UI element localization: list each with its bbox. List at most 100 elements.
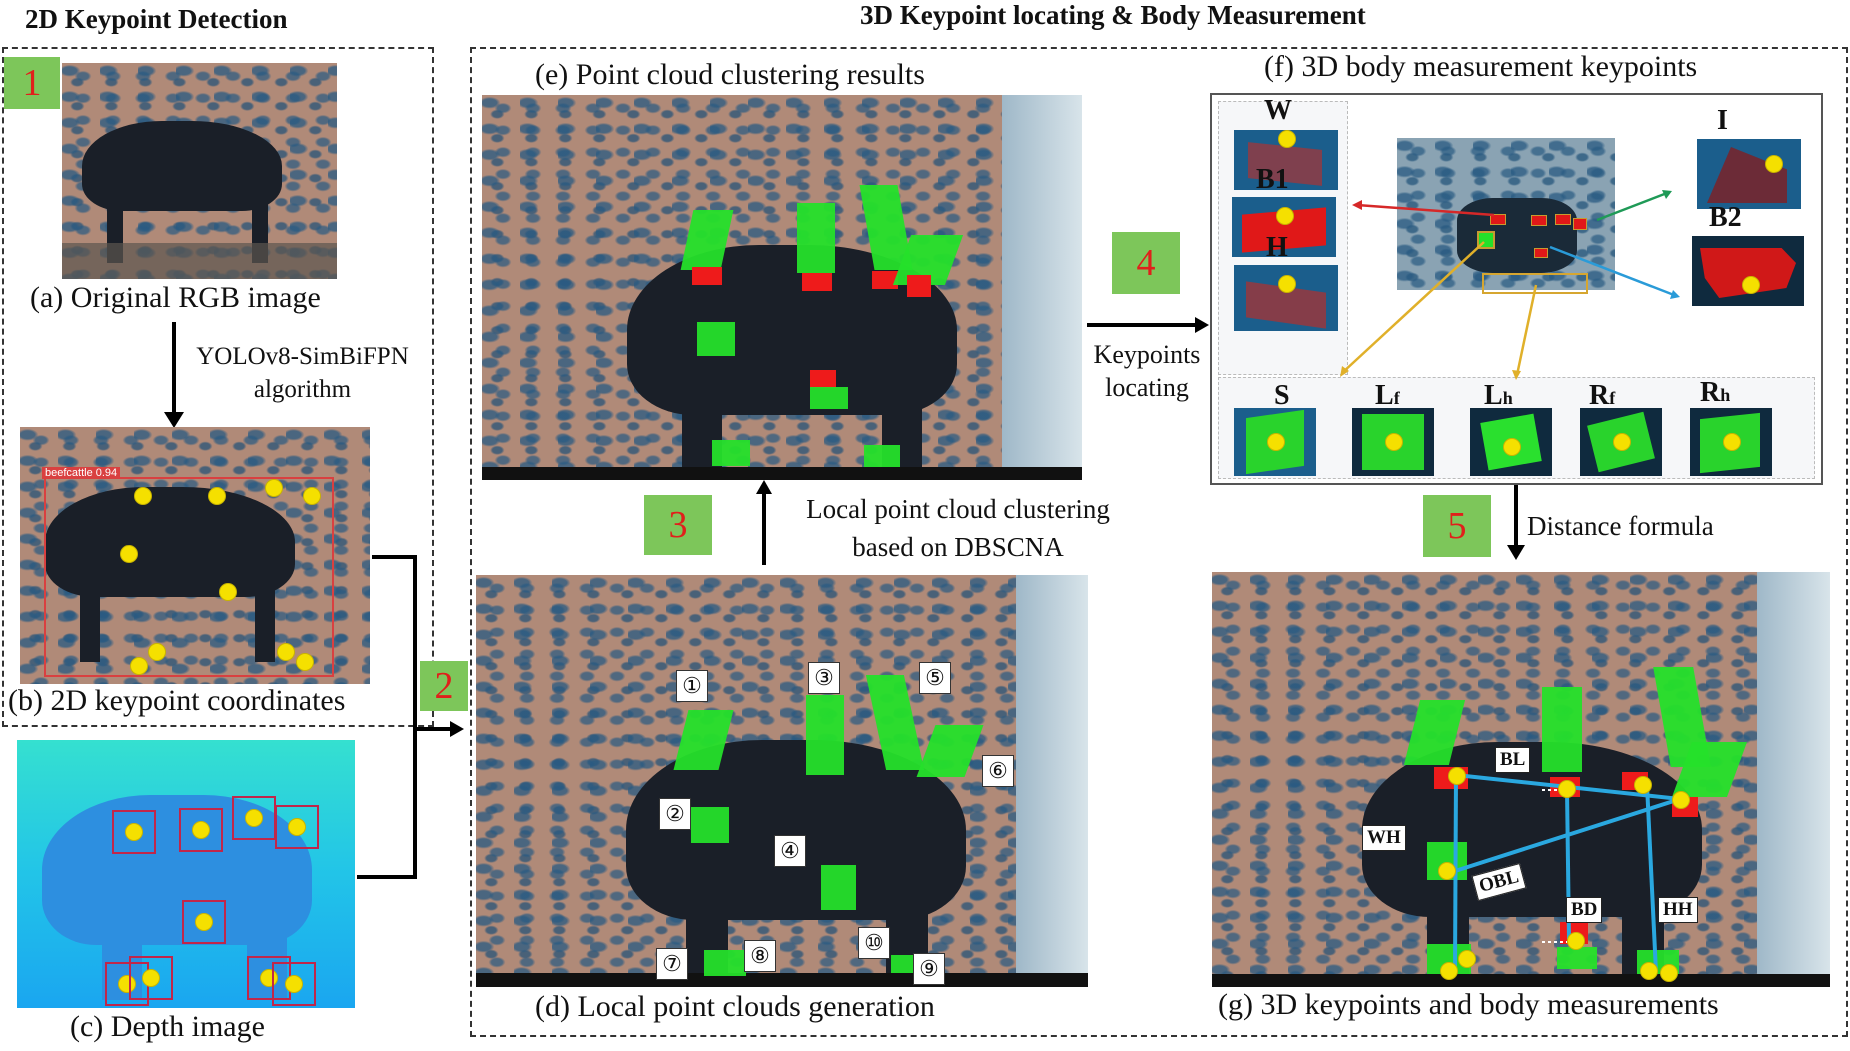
keypoint bbox=[120, 545, 138, 563]
clustering-label-line2: based on DBSCNA bbox=[852, 532, 1064, 562]
green-cluster bbox=[691, 807, 729, 843]
keypoint-connector-lines bbox=[1340, 190, 1680, 380]
yolo-label: YOLOv8-SimBiFPN algorithm bbox=[175, 340, 430, 406]
arrow-e-to-f bbox=[1087, 323, 1197, 327]
green-cluster bbox=[916, 725, 984, 777]
connector-c bbox=[357, 875, 416, 879]
caption-c: (c) Depth image bbox=[70, 1010, 265, 1043]
keypoint-view-rh bbox=[1690, 408, 1772, 476]
step-1-badge: 1 bbox=[4, 57, 60, 109]
step-2-badge: 2 bbox=[420, 661, 468, 711]
measurement-label-wh: WH bbox=[1362, 825, 1406, 851]
region-label-5: ⑤ bbox=[919, 662, 951, 694]
cattle-body bbox=[626, 740, 966, 920]
red-cluster bbox=[907, 275, 931, 297]
arrow-d-to-e bbox=[762, 490, 766, 565]
caption-d: (d) Local point clouds generation bbox=[535, 990, 935, 1023]
caption-b: (b) 2D keypoint coordinates bbox=[8, 684, 346, 717]
caption-f: (f) 3D body measurement keypoints bbox=[1264, 50, 1698, 83]
cattle-silhouette bbox=[42, 795, 312, 945]
region-label-8: ⑧ bbox=[744, 940, 776, 972]
keypoint-search-box bbox=[112, 810, 156, 854]
region-label-2: ② bbox=[659, 798, 691, 830]
ground-edge bbox=[482, 467, 1082, 480]
green-cluster bbox=[704, 950, 746, 976]
detection-bounding-box bbox=[44, 477, 334, 677]
keypoint-view-b1 bbox=[1232, 197, 1336, 257]
caption-e: (e) Point cloud clustering results bbox=[535, 58, 925, 91]
keypoints-locating-line1: Keypoints bbox=[1093, 340, 1201, 369]
keypoints-locating-label: Keypoints locating bbox=[1082, 338, 1212, 404]
cattle-body bbox=[82, 121, 282, 211]
region-label-9: ⑨ bbox=[913, 953, 945, 985]
keypoint-view-s bbox=[1234, 408, 1316, 476]
depth-image bbox=[17, 740, 355, 1008]
measurement-label-bd: BD bbox=[1566, 897, 1603, 923]
keypoint bbox=[1458, 950, 1476, 968]
keypoint-view-lh bbox=[1470, 408, 1552, 476]
arrow-f-to-g bbox=[1514, 485, 1518, 547]
keypoint-view-b2 bbox=[1692, 236, 1804, 306]
keypoint-label-rh: Rh bbox=[1700, 377, 1731, 408]
keypoint-search-box bbox=[182, 900, 226, 944]
connector-b bbox=[372, 555, 416, 559]
green-cluster bbox=[1542, 687, 1582, 772]
keypoint bbox=[208, 487, 226, 505]
region-label-3: ③ bbox=[808, 662, 840, 694]
distance-formula-label: Distance formula bbox=[1527, 511, 1714, 541]
keypoint-label-i: I bbox=[1717, 105, 1728, 136]
point-cloud-clustering-image bbox=[482, 95, 1082, 480]
step-3-badge: 3 bbox=[644, 495, 712, 555]
box-2d-detection bbox=[2, 47, 434, 727]
keypoint bbox=[277, 643, 295, 661]
keypoints-locating-line2: locating bbox=[1105, 373, 1189, 402]
arrowhead-down-icon bbox=[1507, 545, 1525, 560]
keypoint-search-box bbox=[232, 796, 276, 840]
region-label-7: ⑦ bbox=[656, 948, 688, 980]
cattle-body bbox=[1362, 742, 1702, 917]
keypoint-label-b1: B1 bbox=[1256, 164, 1289, 195]
arrowhead-up-icon bbox=[756, 480, 772, 494]
arrowhead-right-icon bbox=[450, 721, 464, 737]
keypoints-panel: W B1 H I bbox=[1210, 93, 1823, 485]
green-cluster bbox=[806, 695, 844, 775]
keypoint-search-box bbox=[179, 808, 223, 852]
keypoint-view-rf bbox=[1580, 408, 1662, 476]
keypoint bbox=[265, 479, 283, 497]
keypoint bbox=[134, 487, 152, 505]
keypoint-label-lf: Lf bbox=[1375, 380, 1400, 411]
red-cluster bbox=[802, 273, 832, 291]
step-4-badge: 4 bbox=[1112, 232, 1180, 294]
section-title-3d: 3D Keypoint locating & Body Measurement bbox=[860, 0, 1366, 30]
keypoint bbox=[296, 653, 314, 671]
keypoint bbox=[1634, 776, 1652, 794]
keypoint-view-i bbox=[1697, 139, 1801, 209]
green-cluster bbox=[864, 445, 900, 467]
keypoint bbox=[1438, 862, 1456, 880]
keypoint bbox=[1660, 964, 1678, 982]
green-cluster bbox=[797, 203, 835, 273]
keypoint-label-rf: Rf bbox=[1589, 380, 1616, 411]
keypoint-label-b2: B2 bbox=[1709, 202, 1742, 233]
body-measurements-image: BL WH OBL BD HH bbox=[1212, 572, 1830, 987]
keypoint-label-w: W bbox=[1264, 95, 1292, 126]
ground-edge bbox=[476, 973, 1088, 987]
box-3d-locating bbox=[470, 47, 1848, 1037]
wall-side bbox=[1002, 95, 1082, 480]
original-rgb-image bbox=[62, 63, 337, 279]
region-label-1: ① bbox=[676, 670, 708, 702]
keypoint bbox=[219, 583, 237, 601]
wall-side bbox=[1016, 575, 1088, 987]
keypoint bbox=[130, 657, 148, 675]
section-title-2d: 2D Keypoint Detection bbox=[25, 4, 288, 34]
measurement-label-bl: BL bbox=[1495, 747, 1531, 773]
keypoint bbox=[1567, 932, 1585, 950]
local-point-clouds-image: ① ② ③ ④ ⑤ ⑥ ⑦ ⑧ ⑨ ⑩ bbox=[476, 575, 1088, 987]
caption-g: (g) 3D keypoints and body measurements bbox=[1218, 988, 1719, 1021]
red-cluster bbox=[810, 370, 836, 388]
region-label-4: ④ bbox=[774, 835, 806, 867]
wall-side bbox=[1757, 572, 1830, 987]
keypoint bbox=[1448, 767, 1466, 785]
keypoint-view-lf bbox=[1352, 408, 1434, 476]
cattle-leg bbox=[80, 587, 100, 662]
